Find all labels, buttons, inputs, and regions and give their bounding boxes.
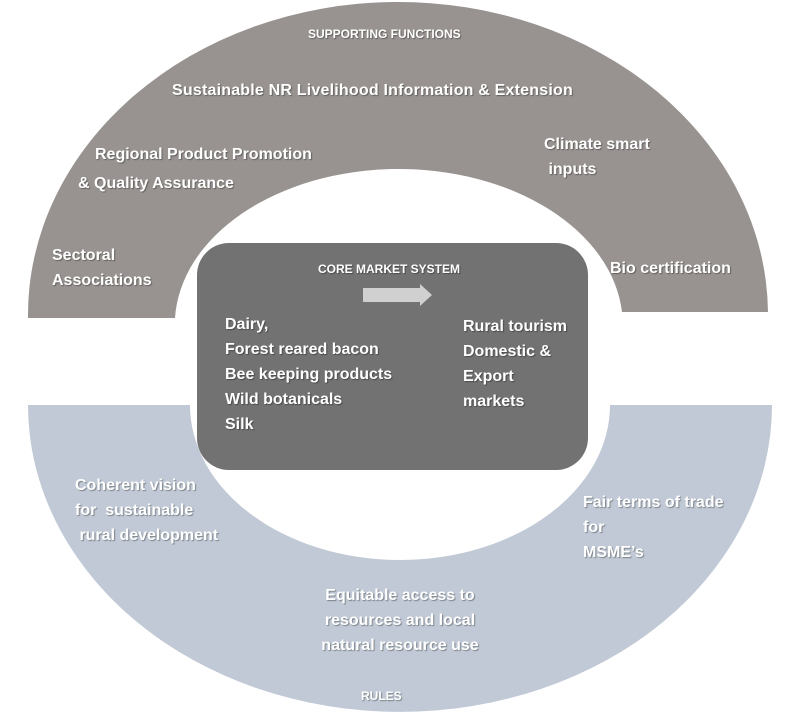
supporting-item-climate-inputs: Climate smart inputs — [544, 132, 650, 182]
product-item: Dairy, — [225, 316, 269, 333]
label: Bio certification — [610, 260, 731, 277]
label: inputs — [544, 161, 597, 178]
supporting-item-sectoral-associations: Sectoral Associations — [52, 243, 152, 293]
label: rural development — [75, 527, 219, 544]
rules-item-equitable-access: Equitable access to resources and local … — [300, 583, 500, 658]
label: resources and local — [324, 612, 476, 629]
label: Sustainable NR Livelihood Information & … — [172, 82, 573, 99]
market-item: Domestic & — [463, 343, 552, 360]
product-item: Bee keeping products — [225, 366, 393, 383]
label: Fair terms of trade — [583, 494, 724, 511]
label: Equitable access to — [325, 587, 475, 604]
label: natural resource use — [321, 637, 479, 654]
market-item: markets — [463, 393, 525, 410]
product-item: Forest reared bacon — [225, 341, 379, 358]
label: for — [583, 519, 605, 536]
label: Coherent vision — [75, 477, 196, 494]
market-item: Export — [463, 368, 514, 385]
supporting-item-promotion: Regional Product Promotion & Quality Ass… — [78, 142, 312, 196]
label: Climate smart — [544, 136, 650, 153]
label: MSME’s — [583, 544, 644, 561]
core-market-title: CORE MARKET SYSTEM — [318, 262, 461, 276]
market-item: Rural tourism — [463, 318, 568, 335]
rules-ring — [28, 405, 772, 712]
core-markets-list: Rural tourism Domestic & Export markets — [463, 314, 567, 414]
rules-item-fair-trade: Fair terms of trade for MSME’s — [583, 490, 723, 565]
supporting-functions-title: SUPPORTING FUNCTIONS — [308, 27, 461, 41]
label: & Quality Assurance — [78, 175, 234, 192]
rules-item-coherent-vision: Coherent vision for sustainable rural de… — [75, 473, 218, 548]
supporting-functions-ring — [27, 1, 768, 318]
label: Regional Product Promotion — [95, 146, 312, 163]
label: Associations — [52, 272, 152, 289]
arrow-right-icon — [363, 284, 432, 306]
core-products-list: Dairy, Forest reared bacon Bee keeping p… — [225, 312, 392, 437]
rules-title: RULES — [361, 689, 402, 703]
supporting-item-bio-certification: Bio certification — [610, 256, 731, 281]
label: for sustainable — [75, 502, 194, 519]
product-item: Silk — [225, 416, 254, 433]
supporting-item-extension: Sustainable NR Livelihood Information & … — [172, 78, 573, 103]
product-item: Wild botanicals — [225, 391, 343, 408]
core-market-box — [197, 243, 588, 470]
label: Sectoral — [52, 247, 116, 264]
